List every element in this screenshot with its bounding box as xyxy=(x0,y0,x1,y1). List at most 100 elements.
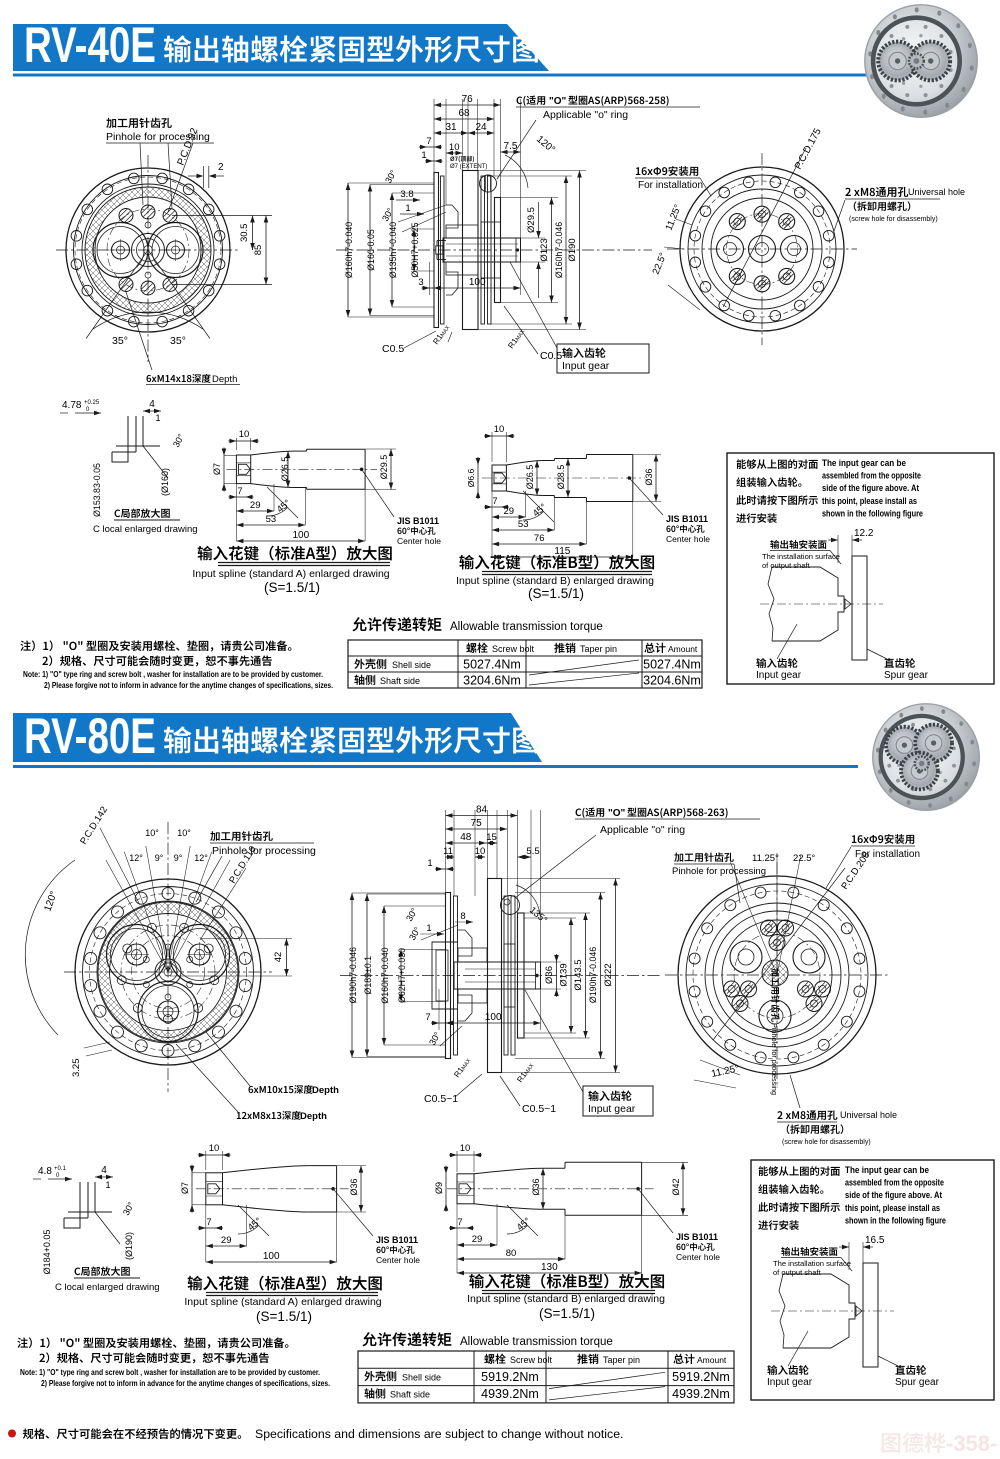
svg-text:48: 48 xyxy=(460,832,472,843)
svg-text:Ø29.5: Ø29.5 xyxy=(526,207,537,233)
svg-text:45°: 45° xyxy=(275,498,293,516)
svg-text:C0.5: C0.5 xyxy=(382,343,404,355)
svg-text:Ø160h7-0.046: Ø160h7-0.046 xyxy=(554,222,564,278)
svg-text:3204.6Nm: 3204.6Nm xyxy=(463,674,521,688)
svg-text:30.5: 30.5 xyxy=(239,224,250,243)
svg-text:Ø160h7-0.040: Ø160h7-0.040 xyxy=(380,947,390,1003)
svg-text:5027.4Nm: 5027.4Nm xyxy=(463,658,521,672)
svg-text:11.25°: 11.25° xyxy=(664,203,684,232)
svg-text:Ø123: Ø123 xyxy=(539,238,550,261)
svg-text:JIS B1011: JIS B1011 xyxy=(676,1232,718,1242)
svg-text:P.C.D.142: P.C.D.142 xyxy=(78,805,110,847)
svg-text:4.78: 4.78 xyxy=(62,400,82,411)
svg-text:+0.1: +0.1 xyxy=(54,1166,67,1172)
svg-text:Amount: Amount xyxy=(697,1355,727,1365)
svg-text:1: 1 xyxy=(426,923,431,934)
svg-text:5919.2Nm: 5919.2Nm xyxy=(481,1370,539,1384)
svg-text:Universal hole: Universal hole xyxy=(840,1110,897,1120)
svg-text:16.5: 16.5 xyxy=(865,1235,885,1246)
svg-text:For installation: For installation xyxy=(855,849,920,860)
svg-text:Ø36: Ø36 xyxy=(349,1178,359,1195)
svg-text:C local enlarged drawing: C local enlarged drawing xyxy=(93,524,198,535)
svg-text:Ø26.5: Ø26.5 xyxy=(525,465,535,490)
svg-text:MAX: MAX xyxy=(515,329,527,342)
svg-text:"O": "O" xyxy=(549,96,567,107)
svg-text:C0.5~1: C0.5~1 xyxy=(424,1093,458,1105)
svg-text:Ø7 (EXTENT): Ø7 (EXTENT) xyxy=(450,164,487,170)
svg-text:29: 29 xyxy=(472,1234,483,1245)
svg-text:Pinhole for processing: Pinhole for processing xyxy=(106,131,210,143)
svg-text:85: 85 xyxy=(253,245,264,256)
svg-text:Input gear: Input gear xyxy=(767,1377,813,1388)
svg-text:Universal hole: Universal hole xyxy=(908,187,965,197)
svg-text:5027.4Nm: 5027.4Nm xyxy=(643,658,701,672)
svg-text:3.25: 3.25 xyxy=(71,1059,82,1078)
svg-text:Pinhole for processing: Pinhole for processing xyxy=(212,845,316,857)
svg-text:The input gear can be: The input gear can be xyxy=(845,1165,929,1175)
svg-text:Depth: Depth xyxy=(312,1085,339,1096)
svg-text:31: 31 xyxy=(445,122,457,133)
svg-text:Ø42: Ø42 xyxy=(671,1178,681,1195)
svg-text:Ø139: Ø139 xyxy=(559,963,570,986)
svg-text:8: 8 xyxy=(460,911,465,922)
svg-text:Input gear: Input gear xyxy=(562,360,610,372)
svg-text:Allowable transmission torque: Allowable transmission torque xyxy=(460,1336,613,1348)
svg-text:Note: 1) "O" type ring and scr: Note: 1) "O" type ring and screw bolt , … xyxy=(20,1367,320,1377)
svg-text:Ø160h7-0.040: Ø160h7-0.040 xyxy=(344,222,354,278)
svg-text:42: 42 xyxy=(273,952,284,963)
svg-text:12°: 12° xyxy=(129,853,143,863)
svg-text:Specifications and dimensions: Specifications and dimensions are subjec… xyxy=(255,1427,623,1441)
svg-text:45°: 45° xyxy=(246,1216,264,1234)
svg-text:30°: 30° xyxy=(427,1030,443,1047)
svg-text:Taper pin: Taper pin xyxy=(580,644,617,654)
svg-text:Ø135h7-0.040: Ø135h7-0.040 xyxy=(388,222,398,278)
svg-text:Depth: Depth xyxy=(212,374,237,385)
svg-text:2) Please forgive not to infor: 2) Please forgive not to inform in advan… xyxy=(44,680,333,690)
svg-text:100: 100 xyxy=(469,277,486,288)
svg-text:(screw hole for disassembly): (screw hole for disassembly) xyxy=(849,216,938,223)
svg-text:this point, please install as: this point, please install as xyxy=(845,1203,940,1213)
svg-text:shown in the following figure: shown in the following figure xyxy=(845,1215,946,1225)
svg-text:4: 4 xyxy=(101,1165,107,1176)
svg-text:3.8: 3.8 xyxy=(400,189,413,200)
svg-text:Shell side: Shell side xyxy=(402,1372,441,1382)
svg-text:45°: 45° xyxy=(515,1216,533,1234)
svg-text:7.5: 7.5 xyxy=(504,141,518,152)
svg-text:100: 100 xyxy=(485,1012,502,1023)
svg-text:Ø36: Ø36 xyxy=(544,966,555,984)
svg-text:22.5°: 22.5° xyxy=(793,853,815,864)
svg-text:Ø29.5: Ø29.5 xyxy=(379,455,389,480)
svg-text:53: 53 xyxy=(266,514,277,525)
svg-text:100: 100 xyxy=(292,530,309,541)
svg-text:of output shaft: of output shaft xyxy=(773,1268,821,1277)
svg-text:Ø6.6: Ø6.6 xyxy=(466,469,476,488)
svg-text:7: 7 xyxy=(206,1217,211,1227)
svg-text:5.5: 5.5 xyxy=(526,846,539,857)
svg-text:7: 7 xyxy=(237,486,242,496)
svg-text:Amount: Amount xyxy=(668,644,698,654)
svg-text:10: 10 xyxy=(449,142,460,153)
svg-text:C local enlarged drawing: C local enlarged drawing xyxy=(55,1282,160,1293)
svg-text:For installation: For installation xyxy=(638,180,703,191)
svg-text:68: 68 xyxy=(458,108,470,119)
svg-text:120°: 120° xyxy=(534,134,557,156)
svg-text:29: 29 xyxy=(221,1235,232,1246)
svg-text:Ø26.5: Ø26.5 xyxy=(280,457,290,482)
svg-text:22.5°: 22.5° xyxy=(651,251,670,276)
svg-text:1: 1 xyxy=(421,150,426,161)
svg-text:this point, please install as: this point, please install as xyxy=(822,496,917,506)
svg-text:Center hole: Center hole xyxy=(666,534,710,544)
svg-text:side of the figure above. At: side of the figure above. At xyxy=(845,1190,942,1200)
svg-text:MAX: MAX xyxy=(461,1058,473,1071)
svg-text:Center hole: Center hole xyxy=(397,536,441,546)
svg-text:84: 84 xyxy=(476,805,488,816)
svg-text:Ø189±0.1: Ø189±0.1 xyxy=(363,956,373,995)
svg-text:(S=1.5/1): (S=1.5/1) xyxy=(256,1309,312,1324)
svg-text:10°: 10° xyxy=(145,828,159,838)
svg-text:(S=1.5/1): (S=1.5/1) xyxy=(528,586,584,601)
svg-text:10: 10 xyxy=(460,1143,471,1154)
svg-text:76: 76 xyxy=(534,533,545,544)
svg-text:Ø190: Ø190 xyxy=(567,238,578,261)
svg-text:10°: 10° xyxy=(177,828,191,838)
svg-text:Ø36: Ø36 xyxy=(531,1178,541,1195)
